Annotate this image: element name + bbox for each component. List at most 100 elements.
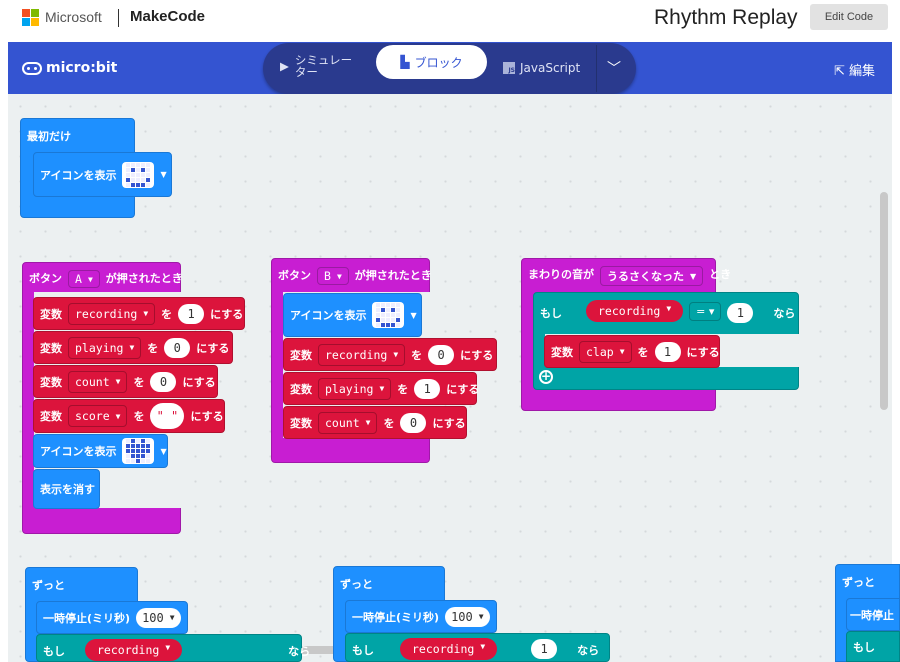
- compare-value[interactable]: 1: [727, 303, 754, 323]
- clear-screen-block[interactable]: 表示を消す: [33, 469, 100, 509]
- block-label: 一時停止: [850, 608, 894, 622]
- block-label: を: [397, 382, 409, 396]
- block-label: ずっと: [32, 579, 65, 592]
- button-dropdown[interactable]: A▼: [68, 270, 100, 288]
- edit-button[interactable]: ⇱ 編集: [834, 60, 875, 79]
- led-cell: [376, 313, 381, 317]
- dropdown-arrow-icon[interactable]: ▼: [160, 170, 167, 179]
- tab-blocks[interactable]: ▙ブロック: [376, 45, 487, 79]
- variable-dropdown[interactable]: playing▼: [318, 377, 392, 400]
- value-input[interactable]: 1: [654, 341, 681, 362]
- led-cell: [391, 323, 396, 327]
- dropdown-arrow-icon: ▼: [115, 377, 121, 386]
- value-input[interactable]: 0: [164, 337, 191, 358]
- led-cell: [146, 449, 151, 453]
- sound-dropdown[interactable]: うるさくなった▼: [600, 266, 704, 286]
- led-cell: [126, 454, 131, 458]
- condition-variable[interactable]: recording▼: [586, 300, 684, 322]
- led-cell: [136, 177, 141, 182]
- show-icon-block[interactable]: アイコンを表示▼: [283, 293, 422, 337]
- variable-dropdown[interactable]: playing▼: [68, 336, 142, 359]
- microbit-icon: [22, 61, 42, 75]
- dropdown-arrow-icon: ▼: [690, 271, 697, 281]
- value-input[interactable]: 0: [428, 344, 455, 365]
- value-input[interactable]: 1: [414, 378, 441, 399]
- block-label: ずっと: [340, 578, 373, 591]
- if-block[interactable]: もし: [846, 631, 900, 662]
- led-cell: [141, 162, 146, 167]
- smiley-icon: [376, 303, 401, 327]
- compare-value[interactable]: 1: [531, 639, 558, 659]
- variable-dropdown[interactable]: clap▼: [579, 340, 632, 363]
- tab-simulator[interactable]: ▶シミュレーター: [280, 54, 357, 78]
- block-label: JavaScript: [520, 61, 581, 75]
- show-icon-block[interactable]: アイコンを表示▼: [33, 152, 172, 197]
- vertical-scrollbar[interactable]: [880, 192, 888, 410]
- add-else-icon[interactable]: +: [539, 369, 553, 384]
- led-cell: [391, 313, 396, 317]
- dropdown-arrow-icon: ▼: [393, 350, 399, 359]
- led-cell: [146, 439, 151, 443]
- led-cell: [381, 323, 386, 327]
- variable-dropdown[interactable]: recording ▼: [318, 343, 406, 366]
- divider: [118, 9, 119, 27]
- condition-variable[interactable]: recording▼: [85, 639, 183, 661]
- block-label: 変数: [40, 341, 62, 355]
- block-label: ボタン: [278, 269, 311, 282]
- variable-dropdown[interactable]: recording▼: [68, 302, 156, 325]
- dropdown-arrow-icon: ▼: [160, 446, 167, 456]
- variable-dropdown[interactable]: count▼: [318, 411, 378, 434]
- button-dropdown[interactable]: B▼: [317, 267, 349, 285]
- block-label: count: [325, 415, 360, 430]
- block-label: もし: [540, 307, 562, 320]
- icon-picker[interactable]: [372, 302, 405, 328]
- pause-block[interactable]: 一時停止(ミリ秒)100▼: [36, 601, 188, 634]
- dropdown-arrow-icon: ▼: [87, 274, 93, 284]
- led-cell: [396, 303, 401, 307]
- variable-dropdown[interactable]: count▼: [68, 370, 128, 393]
- condition-variable[interactable]: recording▼: [400, 638, 498, 660]
- pause-block[interactable]: 一時停止: [846, 598, 900, 631]
- variable-dropdown[interactable]: score▼: [68, 405, 128, 427]
- puzzle-icon: ▙: [400, 55, 410, 69]
- block-label: にする: [446, 382, 480, 396]
- dropdown-arrow-icon: ▼: [115, 411, 121, 421]
- block-label: を: [161, 307, 173, 321]
- led-cell: [141, 167, 146, 172]
- led-cell: [141, 177, 146, 182]
- value-input[interactable]: 0: [150, 371, 177, 392]
- ms-dropdown[interactable]: 100▼: [445, 606, 490, 627]
- block-label: A: [75, 272, 82, 286]
- led-cell: [136, 182, 141, 187]
- led-cell: [376, 303, 381, 307]
- ms-dropdown[interactable]: 100▼: [136, 607, 181, 628]
- value-input[interactable]: 1: [178, 303, 205, 324]
- string-input[interactable]: " ": [150, 403, 185, 429]
- show-icon-block[interactable]: アイコンを表示▼: [33, 434, 168, 468]
- block-label: もし: [853, 640, 875, 654]
- pause-block[interactable]: 一時停止(ミリ秒)100▼: [345, 600, 497, 633]
- makecode-brand[interactable]: MakeCode: [130, 8, 206, 25]
- led-cell: [141, 459, 146, 463]
- operator-dropdown[interactable]: = ▾: [689, 302, 722, 321]
- block-label: もし: [43, 645, 65, 658]
- chevron-down-icon[interactable]: ﹀: [607, 61, 621, 77]
- block-label: recording: [325, 347, 388, 362]
- microbit-logo[interactable]: micro:bit: [22, 60, 117, 76]
- icon-picker[interactable]: [122, 438, 155, 464]
- value-input[interactable]: 0: [400, 412, 427, 433]
- icon-picker[interactable]: [122, 161, 155, 188]
- dropdown-arrow-icon: ▼: [165, 643, 171, 652]
- edit-code-button[interactable]: Edit Code: [810, 4, 888, 30]
